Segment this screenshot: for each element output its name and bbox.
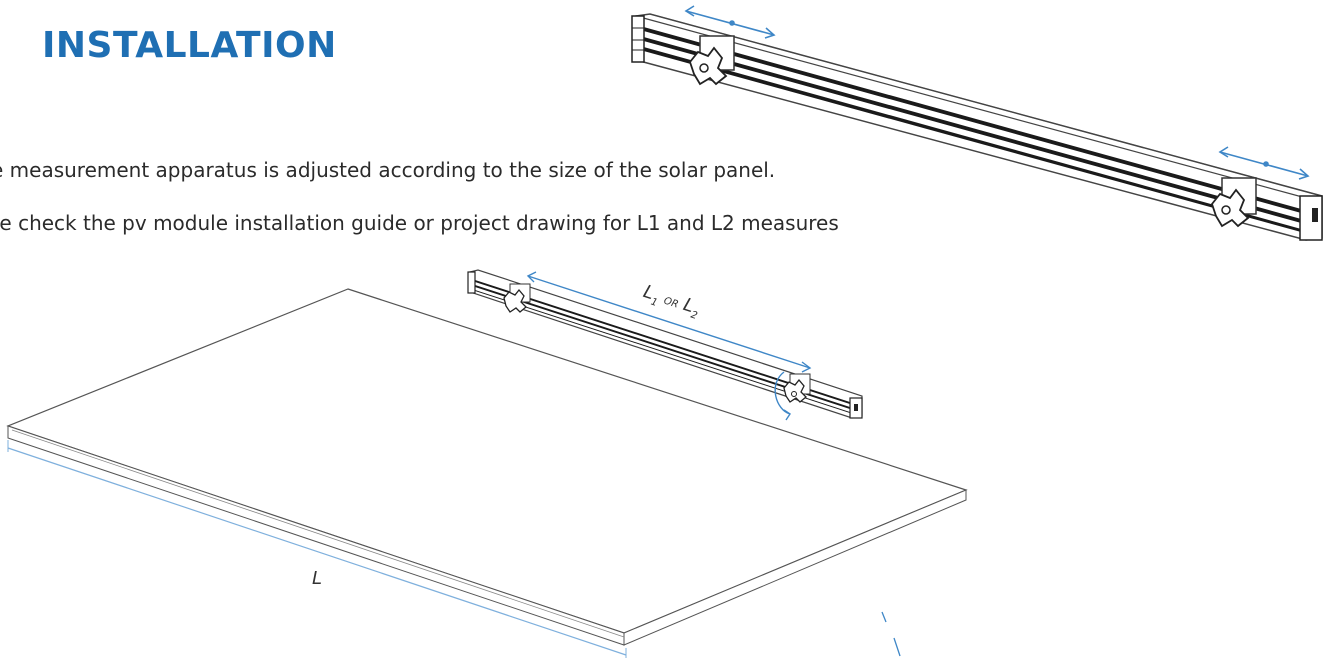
panel-length-dimension: [7, 440, 627, 658]
stray-arrow-mark: [881, 611, 901, 657]
page-title: INSTALLATION: [42, 25, 337, 66]
svg-text:OR: OR: [662, 296, 680, 311]
slide-arrow-right: [1218, 146, 1310, 180]
measurement-rail-small: [467, 269, 863, 421]
svg-text:1: 1: [649, 297, 658, 309]
slider-knob-right: [1210, 177, 1257, 228]
instruction-line-1: e measurement apparatus is adjusted acco…: [0, 158, 776, 182]
slider-knob-left: [688, 35, 735, 86]
solar-panel: [6, 288, 968, 646]
instruction-line-2: se check the pv module installation guid…: [0, 211, 839, 235]
svg-text:2: 2: [689, 310, 698, 322]
measurement-rail-large: [631, 5, 1323, 241]
rail-distance-label: L 1 OR L 2: [641, 281, 699, 322]
panel-length-label: L: [312, 568, 322, 589]
rail-distance-dimension: [526, 271, 812, 373]
slide-arrow-left: [684, 5, 776, 39]
